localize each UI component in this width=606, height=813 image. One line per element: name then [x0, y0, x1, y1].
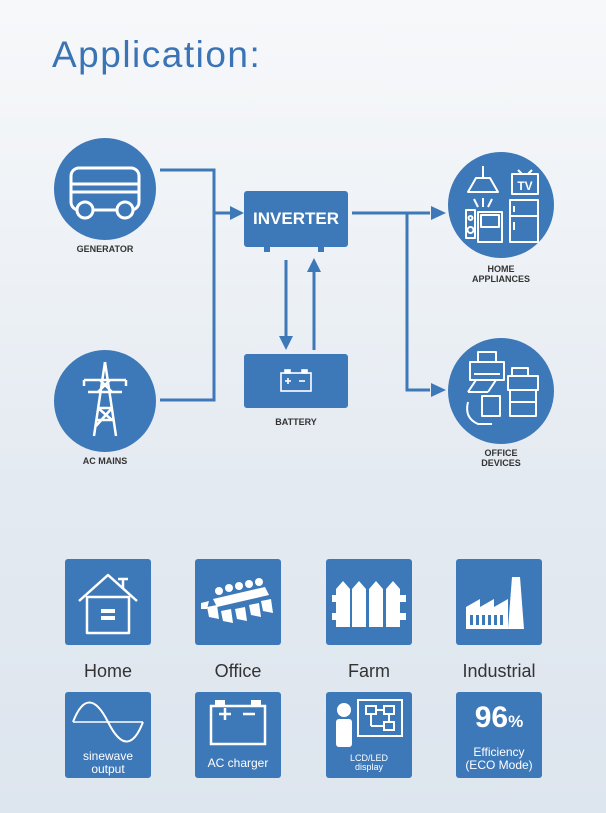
inverter-foot-right [318, 247, 324, 252]
sinewave-line1: sinewave [82, 749, 134, 763]
tv-label: TV [517, 179, 532, 193]
office-tile [195, 559, 281, 645]
display-text: LCD/LED display [326, 753, 412, 773]
display-line1: LCD/LED [349, 753, 388, 763]
home-appliances-label: HOME APPLIANCES [446, 264, 556, 284]
generator-label: GENERATOR [76, 244, 134, 254]
arrow-into-office [431, 383, 446, 397]
acmains-node [54, 350, 156, 452]
efficiency-line2: (ECO Mode) [465, 757, 533, 772]
arrow-into-battery [279, 336, 293, 350]
efficiency-tile: 96% Efficiency (ECO Mode) [456, 692, 542, 778]
office-devices-label-line2: DEVICES [481, 458, 521, 468]
factory-icon [466, 577, 524, 629]
office-tile-label: Office [214, 661, 262, 681]
arrow-into-inverter [230, 206, 244, 220]
sinewave-text: sinewave output [65, 750, 151, 775]
farm-tile-label: Farm [348, 661, 390, 681]
display-line2: display [354, 762, 383, 773]
home-appliances-node: TV [448, 152, 554, 258]
battery-node [244, 354, 348, 408]
acmains-to-inverter-line [160, 213, 216, 402]
power-tower-icon [82, 361, 128, 437]
sinewave-line2: output [91, 761, 125, 776]
industrial-tile [456, 559, 542, 645]
efficiency-value-row: 96% [456, 702, 542, 734]
house-icon [78, 573, 138, 635]
home-appliances-label-line1: HOME [487, 264, 515, 274]
arrow-into-home [431, 206, 446, 220]
fence-icon [332, 581, 406, 627]
arrow-into-inverter-up [307, 258, 321, 272]
inverter-to-office-line [405, 213, 430, 392]
office-devices-icon [466, 351, 539, 425]
acmains-label: AC MAINS [82, 456, 128, 466]
page-title: Application: [52, 34, 262, 75]
efficiency-value: 96 [474, 701, 509, 734]
office-devices-node [448, 338, 554, 444]
inverter-label: INVERTER [253, 209, 339, 228]
generator-to-inverter-line [160, 168, 232, 215]
sinewave-tile: sinewave output [65, 692, 151, 778]
battery-label: BATTERY [275, 417, 317, 427]
display-user-icon [336, 699, 403, 747]
generator-node [54, 138, 156, 240]
battery-icon [280, 369, 312, 392]
display-tile: LCD/LED display [326, 692, 412, 778]
sinewave-icon [72, 701, 144, 743]
charger-battery-icon [209, 700, 267, 746]
farm-tile [326, 559, 412, 645]
office-devices-label-line1: OFFICE [484, 448, 518, 458]
home-appliances-label-line2: APPLIANCES [471, 274, 530, 284]
meeting-table-icon [201, 578, 273, 623]
home-tile [65, 559, 151, 645]
efficiency-unit: % [508, 712, 524, 731]
efficiency-text: Efficiency (ECO Mode) [456, 746, 542, 771]
home-tile-label: Home [83, 661, 132, 681]
efficiency-line1: Efficiency [473, 745, 525, 759]
home-appliances-icon: TV [465, 166, 539, 243]
ac-charger-tile: AC charger [195, 692, 281, 778]
office-devices-label: OFFICE DEVICES [446, 448, 556, 468]
generator-icon [69, 166, 141, 220]
industrial-tile-label: Industrial [462, 661, 536, 681]
inverter-node: INVERTER [244, 191, 348, 247]
inverter-foot-left [264, 247, 270, 252]
ac-charger-label: AC charger [207, 756, 269, 770]
